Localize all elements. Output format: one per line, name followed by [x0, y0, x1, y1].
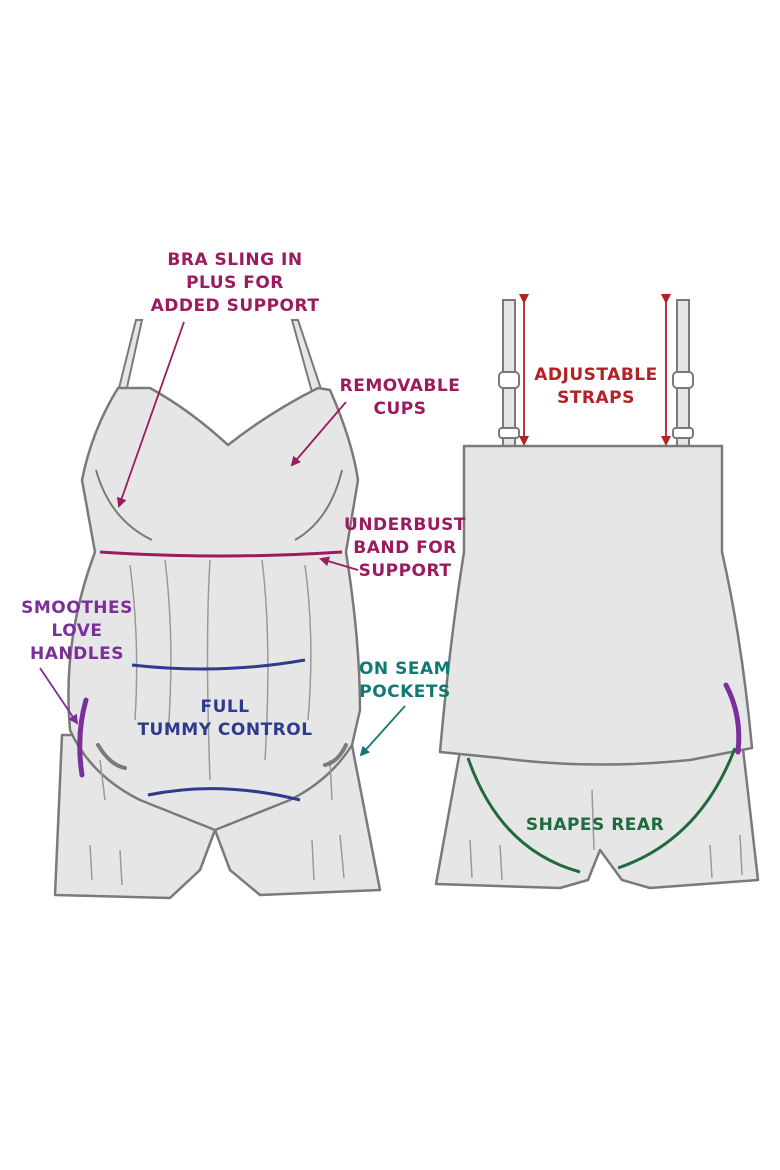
bra-sling-arrow [116, 321, 185, 508]
label-adjustable-straps: ADJUSTABLE STRAPS [534, 365, 658, 408]
label-full-tummy-control: FULL TUMMY CONTROL [137, 697, 313, 740]
love-handle-line-back [723, 682, 742, 755]
strap-ring-left [498, 427, 520, 439]
front-cup-right-seam [294, 469, 343, 541]
love-handle-line-front [77, 697, 89, 778]
strap-slider-right [672, 371, 694, 389]
tummy-control-line-lower [147, 787, 301, 802]
label-smoothes-love-handles: SMOOTHES LOVE HANDLES [21, 598, 133, 664]
front-strap-left [116, 319, 144, 393]
love-handles-arrow [39, 667, 79, 725]
front-drape-lines [129, 559, 312, 781]
underbust-band-arrow [319, 556, 359, 571]
back-shorts [434, 738, 760, 890]
label-on-seam-pockets: ON SEAM POCKETS [358, 659, 452, 702]
strap-slider-left [498, 371, 520, 389]
front-pocket-right [323, 743, 348, 767]
front-view [39, 319, 406, 900]
front-shorts-lines [89, 759, 345, 886]
back-top [438, 444, 754, 766]
label-shapes-rear: SHAPES REAR [525, 815, 665, 835]
front-strap-right [290, 319, 324, 393]
seam-pockets-arrow [359, 705, 406, 757]
front-pocket-left [96, 743, 127, 770]
label-removable-cups: REMOVABLE CUPS [339, 376, 461, 419]
front-top [67, 386, 362, 832]
tummy-control-line-upper [131, 658, 306, 671]
front-cup-left-seam [95, 469, 153, 541]
shapes-rear-line-right [617, 747, 737, 870]
label-bra-sling: BRA SLING IN PLUS FOR ADDED SUPPORT [150, 250, 320, 316]
strap-ring-right [672, 427, 694, 439]
back-shorts-lines [469, 789, 743, 881]
back-view [434, 294, 760, 890]
shapes-rear-line [466, 757, 581, 874]
label-underbust-band: UNDERBUST BAND FOR SUPPORT [344, 515, 466, 581]
removable-cups-arrow [290, 401, 347, 467]
underbust-band-line [99, 550, 343, 558]
